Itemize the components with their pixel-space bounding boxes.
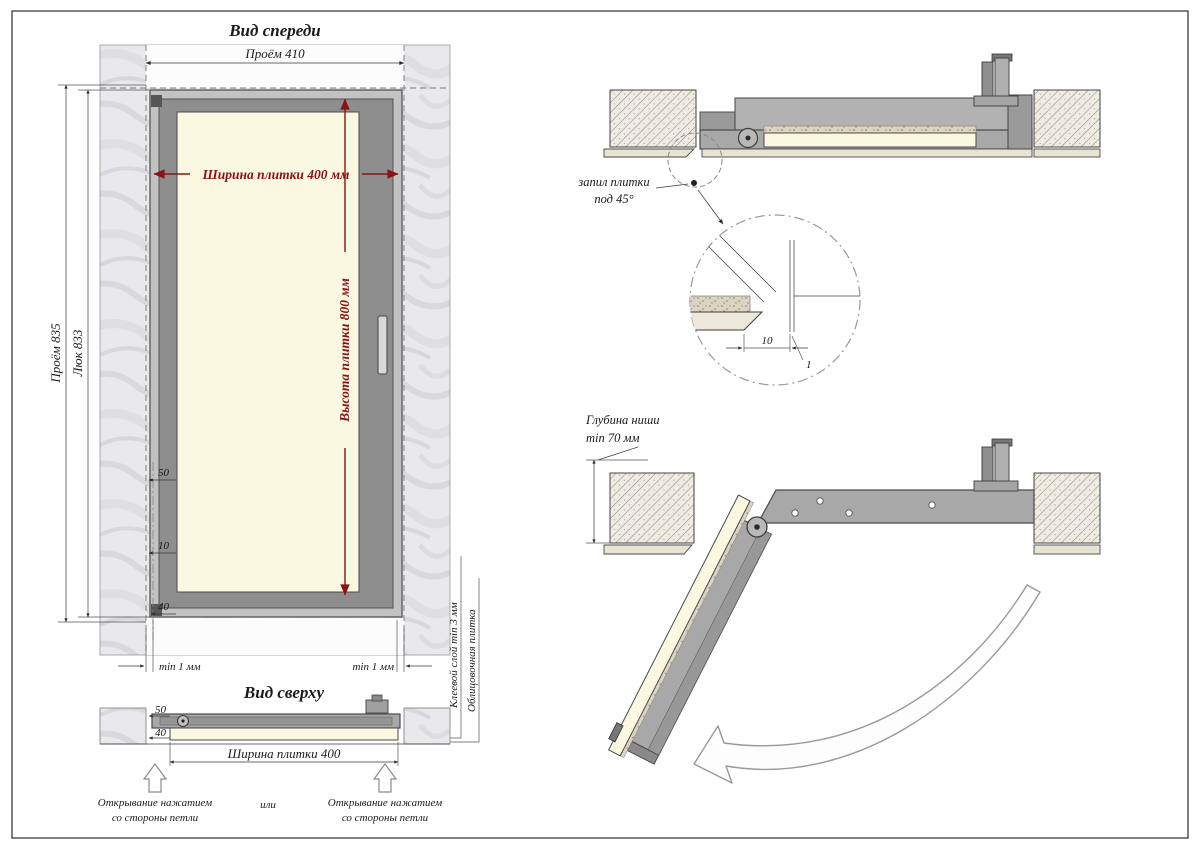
glue-layer-label: Клеевой слой min 3 мм — [448, 602, 460, 709]
detail-dim-10: 10 — [762, 335, 774, 347]
latch-base — [973, 480, 1019, 492]
gap-left-label: min 1 мм — [159, 661, 201, 673]
latch-pin — [371, 694, 383, 702]
dim-40: 40 — [158, 601, 170, 613]
cut-note-1: запил плитки — [577, 175, 649, 189]
frame-inner — [159, 716, 393, 726]
tile-section — [169, 727, 399, 741]
open-note-left-1: Открывание нажатием — [98, 797, 212, 809]
swing-arc-arrow-icon — [693, 584, 1041, 784]
dim-10: 10 — [158, 540, 170, 552]
front-view: Вид спереди Проём 410 Ширина плитки 400 … — [48, 21, 480, 744]
open-note-right-2: со стороны петли — [342, 812, 429, 824]
opening-band-top — [146, 45, 404, 88]
fixed-frame-arm — [756, 489, 1035, 524]
ceiling-tile-right — [1033, 544, 1101, 555]
wall-left — [99, 707, 147, 745]
cut-note-leader — [655, 183, 689, 189]
tile-bevel-detail — [690, 311, 764, 331]
dim-tile-width: Ширина плитки 400 мм — [202, 167, 350, 182]
screw-hole — [816, 497, 824, 505]
niche-depth-label-2: min 70 мм — [586, 431, 639, 445]
niche-leader — [597, 446, 639, 461]
detail-content: 10 1 — [690, 227, 860, 371]
top-dim-50: 50 — [155, 704, 167, 716]
hatch-tile — [176, 111, 360, 593]
wall-right — [403, 707, 451, 745]
latch-housing — [994, 57, 1010, 103]
top-view: Вид сверху 50 40 Ширина плитки 400 Откры… — [98, 683, 451, 824]
detail-pointer-arrow — [697, 189, 724, 225]
dim-50: 50 — [158, 467, 170, 479]
niche-depth-label-1: Глубина ниши — [585, 413, 660, 427]
dim-tile-height: Высота плитки 800 мм — [337, 278, 352, 423]
handle — [377, 315, 388, 375]
frame-upper-rail — [734, 97, 1011, 131]
gap-right-label: min 1 мм — [352, 661, 394, 673]
hinge-axis-dot — [745, 135, 751, 141]
dim-hatch-height: Люк 833 — [70, 329, 85, 377]
push-arrow-left-icon — [142, 762, 168, 793]
or-label: или — [260, 799, 276, 811]
hinge-bottom-mark — [151, 604, 162, 616]
dim-1-leader — [791, 335, 804, 361]
push-arrow-right-icon — [372, 762, 398, 793]
door-edge-stop — [608, 722, 624, 743]
ceiling-slab-right — [1033, 89, 1101, 148]
hinge-axis-dot — [181, 719, 185, 723]
opening-band-bottom — [146, 618, 404, 655]
cut-note-2: под 45° — [594, 192, 633, 206]
open-note-left-2: со стороны петли — [112, 812, 199, 824]
hinge-top-mark — [151, 95, 162, 107]
hatch-face-tile — [701, 148, 1033, 158]
cut-note-dot — [691, 180, 697, 186]
open-door-leaf — [607, 494, 773, 765]
screw-hole — [845, 509, 853, 517]
dim-opening-width: Проём 410 — [244, 46, 305, 61]
ceiling-tile-left — [603, 148, 696, 158]
detail-circle: 10 1 — [689, 214, 861, 386]
top-dim-40: 40 — [155, 727, 167, 739]
hinge-axis-dot — [754, 524, 760, 530]
latch-base — [973, 95, 1019, 107]
ceiling-slab-left — [609, 89, 697, 148]
facing-tile-label: Облицовочная плитка — [466, 609, 478, 712]
glue-layer-detail — [690, 295, 751, 313]
cut-angle-line-1 — [699, 237, 765, 303]
screw-hole — [928, 501, 936, 509]
open-note-right-1: Открывание нажатием — [328, 797, 442, 809]
glue-layer-section — [763, 125, 977, 134]
ceiling-tile-right — [1033, 148, 1101, 158]
detail-dim-1: 1 — [806, 359, 812, 371]
hatch-tile-section — [763, 132, 977, 148]
top-view-title: Вид сверху — [243, 683, 325, 702]
front-view-title: Вид спереди — [228, 21, 321, 40]
ceiling-slab-right — [1033, 472, 1101, 544]
frame-step — [699, 111, 737, 133]
top-dim-tile-width: Ширина плитки 400 — [227, 746, 341, 761]
door-tile — [607, 494, 751, 757]
ceiling-tile-left — [603, 544, 694, 555]
latch-body — [365, 699, 389, 714]
cut-angle-line-2 — [711, 227, 777, 293]
section-open: Глубина ниши min 70 мм — [585, 413, 1101, 784]
ceiling-slab-left — [609, 472, 695, 544]
screw-hole — [791, 509, 799, 517]
dim-opening-height: Проём 835 — [48, 323, 63, 384]
latch-housing — [994, 442, 1010, 488]
detail-zone-circle — [667, 132, 723, 188]
section-closed: запил плитки под 45° — [577, 53, 1101, 225]
